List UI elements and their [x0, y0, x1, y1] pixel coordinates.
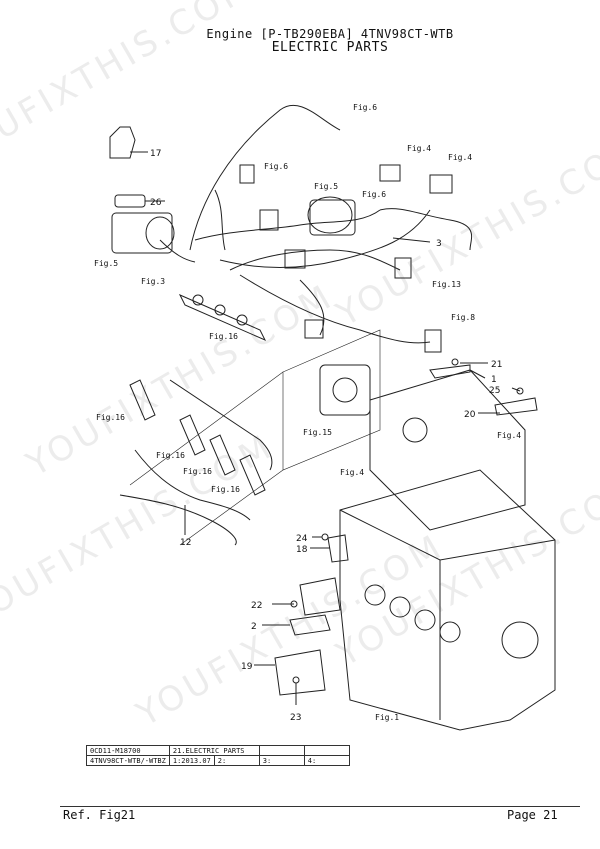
header-subtitle: ELECTRIC PARTS [271, 40, 389, 55]
fig-label: Fig.16 [156, 451, 185, 460]
injector [179, 414, 206, 456]
callout-number: 1 [491, 375, 497, 385]
wire-harness [189, 104, 341, 251]
callout-number: 3 [436, 239, 442, 249]
callout-number: 23 [290, 713, 301, 723]
callout-number: 26 [150, 198, 162, 208]
bracket-19 [274, 649, 326, 696]
connector-cover-17 [109, 126, 136, 159]
table-cell: 4: [303, 755, 350, 766]
fig-label: Fig.4 [448, 153, 472, 162]
bracket-26 [114, 194, 146, 208]
injector-harness [169, 379, 273, 471]
callout-number: 17 [150, 149, 161, 159]
fig-label: Fig.4 [340, 468, 364, 477]
table-cell: 2: [213, 755, 260, 766]
table-cell: 4TNV98CT-WTB/-WTBZ [86, 755, 170, 766]
sensor [379, 164, 401, 182]
callout-number: 21 [491, 360, 502, 370]
wire-harness [299, 279, 325, 336]
wire-harness [194, 209, 381, 241]
sensor [429, 174, 453, 194]
fig-label: Fig.5 [314, 182, 338, 191]
bracket-20 [494, 397, 538, 416]
wire-harness [219, 209, 431, 268]
actuator-body [309, 199, 356, 236]
common-rail [178, 293, 267, 342]
table-cell [303, 745, 350, 756]
fig-label: Fig.8 [451, 313, 475, 322]
fig-label: Fig.4 [407, 144, 431, 153]
fig-label: Fig.6 [362, 190, 386, 199]
fig-label: Fig.16 [211, 485, 240, 494]
fig-label: Fig.4 [497, 431, 521, 440]
callout-number: 19 [241, 662, 253, 672]
actuator [307, 196, 353, 234]
table-cell: 3: [258, 755, 305, 766]
bracket-2 [289, 614, 331, 636]
injector-harness [134, 449, 251, 521]
callout-number: 20 [464, 410, 476, 420]
table-cell: 1:2013.07 [168, 755, 215, 766]
ecu-connector [145, 216, 175, 250]
engine-block [339, 469, 556, 731]
footer-rule [60, 806, 580, 807]
sensor [284, 249, 306, 269]
wire-harness [379, 208, 473, 251]
footer-page: Page 21 [507, 808, 558, 822]
sensor [304, 319, 324, 339]
injector-harness [119, 494, 237, 546]
header-title: Engine [P-TB290EBA] 4TNV98CT-WTB [206, 27, 454, 41]
sensor [394, 257, 412, 279]
injector [239, 454, 266, 496]
fig-label: Fig.6 [264, 162, 288, 171]
wire-harness [214, 189, 226, 251]
footer-ref: Ref. Fig21 [63, 808, 136, 822]
injector [129, 379, 156, 421]
fig-label: Fig.16 [96, 413, 125, 422]
fig-label: Fig.13 [432, 280, 461, 289]
table-cell: 0CD11-M18700 [86, 745, 170, 756]
fig-label: Fig.16 [183, 467, 212, 476]
callout-number: 12 [180, 538, 191, 548]
table-cell: 21.ELECTRIC PARTS [168, 745, 260, 756]
head-cover [369, 369, 526, 531]
callout-number: 18 [296, 545, 308, 555]
info-table: 0CD11-M18700 21.ELECTRIC PARTS 4TNV98CT-… [86, 745, 350, 766]
ecu-unit [111, 212, 173, 254]
bracket-1 [429, 364, 471, 379]
table-cell [258, 745, 305, 756]
fig-label: Fig.3 [141, 277, 165, 286]
callout-number: 24 [296, 534, 308, 544]
fuel-pump [319, 364, 371, 416]
injector [209, 434, 236, 476]
fig-label: Fig.1 [375, 713, 399, 722]
fig-label: Fig.6 [353, 103, 377, 112]
wire-harness [239, 274, 431, 344]
callout-number: 25 [489, 386, 500, 396]
callout-number: 22 [251, 601, 262, 611]
pump-outline [282, 329, 381, 471]
sensor [259, 209, 279, 231]
bracket-18 [327, 534, 349, 563]
fig-label: Fig.15 [303, 428, 332, 437]
fig-label: Fig.5 [94, 259, 118, 268]
sensor [239, 164, 255, 184]
wire-harness [229, 249, 401, 271]
bracket-22 [299, 577, 341, 616]
sensor [424, 329, 442, 353]
fig-label: Fig.16 [209, 332, 238, 341]
wire-harness [159, 239, 196, 263]
callout-number: 2 [251, 622, 257, 632]
